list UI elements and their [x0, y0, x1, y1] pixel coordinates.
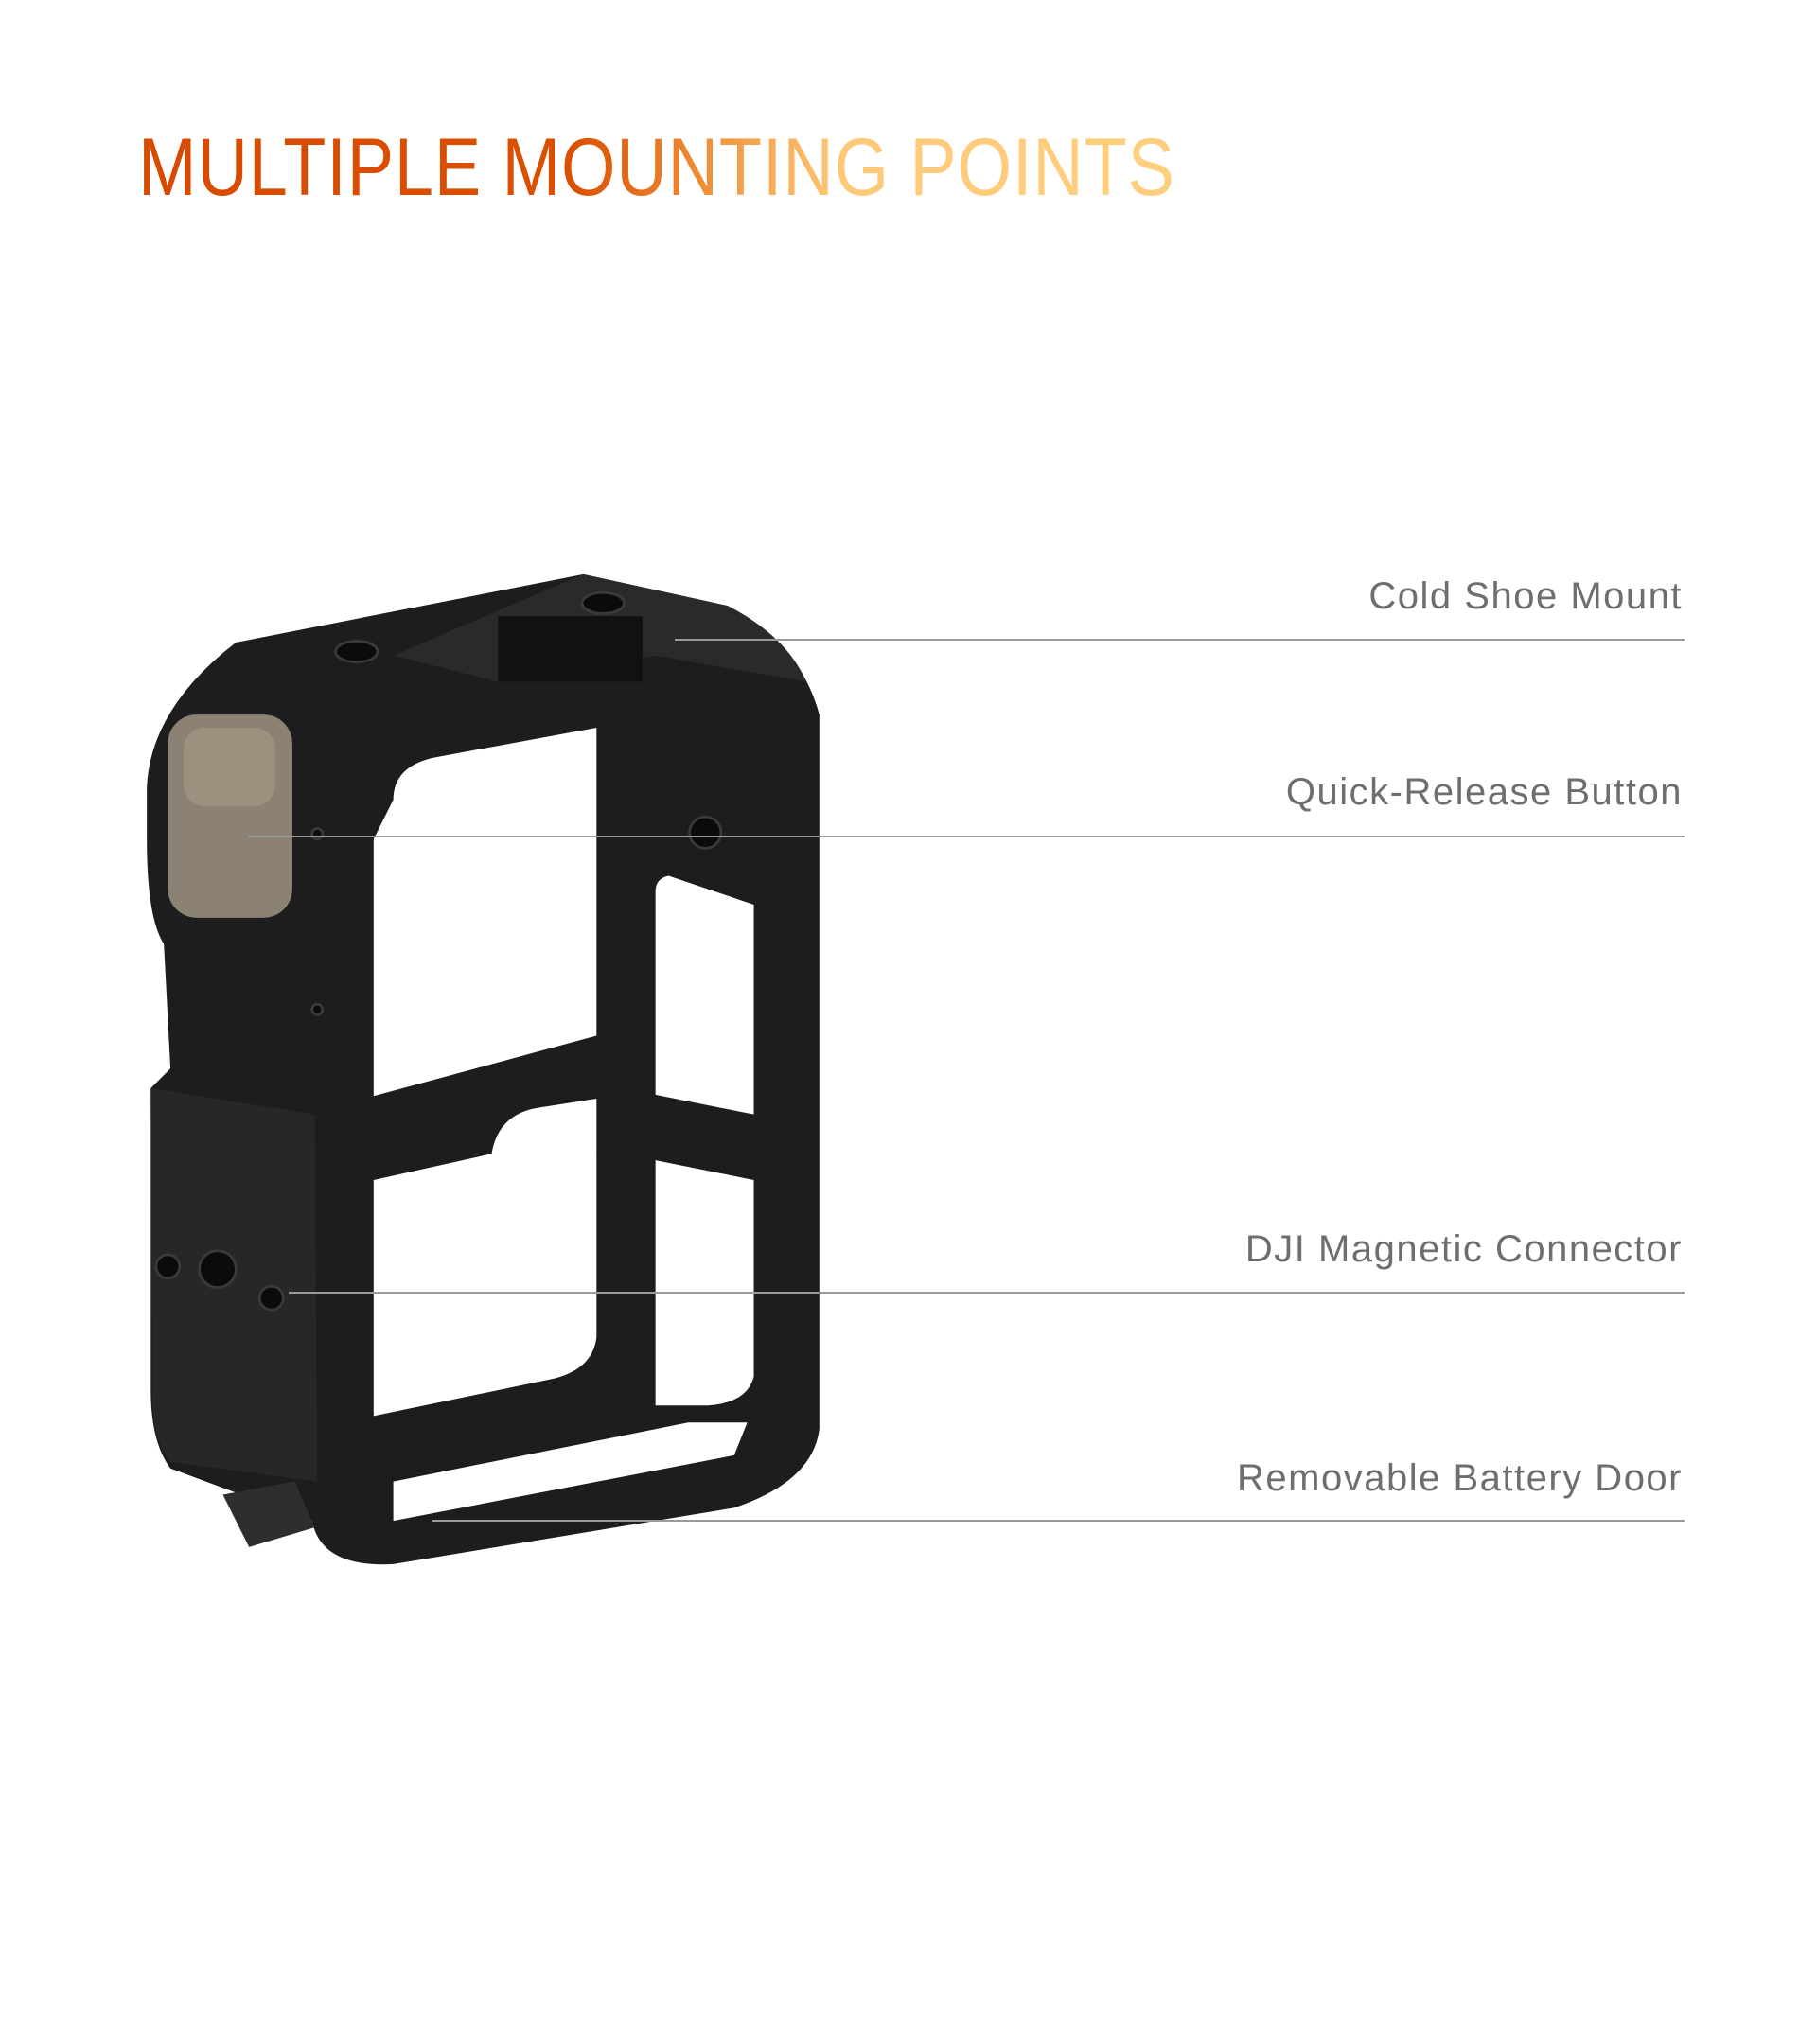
cage-body — [147, 573, 820, 1565]
callout-line-cold-shoe — [675, 639, 1685, 641]
callout-label-magnetic-connector: DJI Magnetic Connector — [1244, 1228, 1683, 1270]
callout-line-quick-release — [249, 836, 1685, 837]
callout-line-battery-door — [432, 1520, 1685, 1522]
callout-label-cold-shoe: Cold Shoe Mount — [1368, 575, 1683, 617]
cage-windows — [373, 727, 754, 1522]
callout-label-quick-release: Quick-Release Button — [1285, 771, 1683, 813]
quick-release-button — [168, 714, 292, 918]
mounting-holes — [154, 590, 723, 1312]
callout-label-battery-door: Removable Battery Door — [1237, 1457, 1683, 1499]
page-title: MULTIPLE MOUNTING POINTS — [138, 122, 1175, 213]
callout-line-magnetic-connector — [289, 1292, 1685, 1294]
battery-door-latch — [222, 1481, 315, 1547]
